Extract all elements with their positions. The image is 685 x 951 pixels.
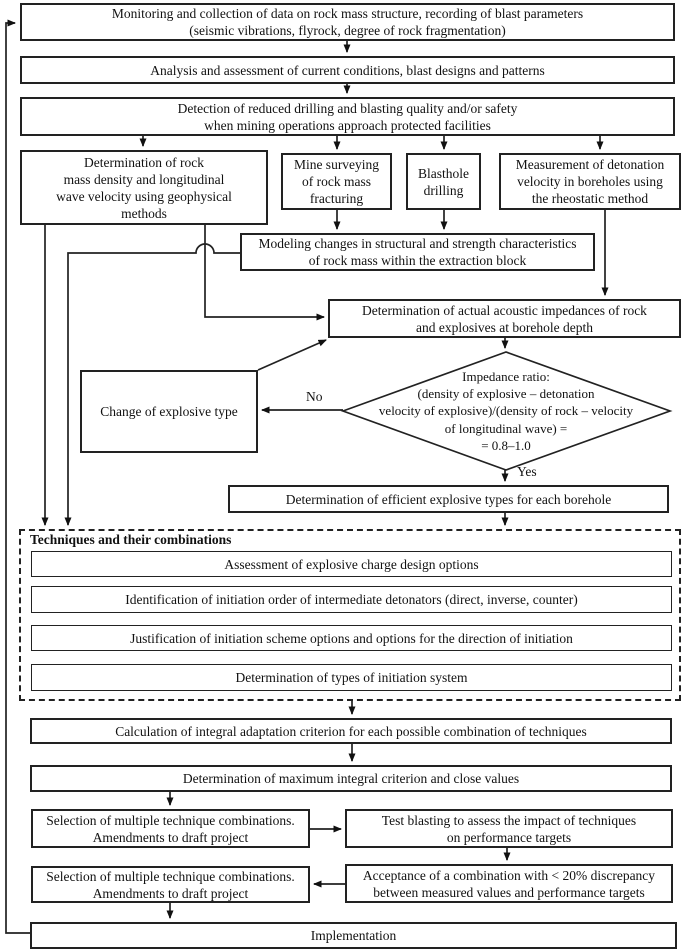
rock-density-text: Determination of rock mass density and l… [56,154,232,221]
max-criterion-text: Determination of maximum integral criter… [182,771,520,786]
assessment-box: Assessment of explosive charge design op… [31,551,672,577]
acceptance-box: Acceptance of a combination with < 20% d… [345,864,673,903]
identification-box: Identification of initiation order of in… [31,586,672,613]
test-blasting-box: Test blasting to assess the impact of te… [345,809,673,848]
impedance-ratio-text: Impedance ratio: (density of explosive –… [378,369,634,453]
mine-surveying-text: Mine surveying of rock mass fracturing [293,157,380,206]
efficient-explosive-box: Determination of efficient explosive typ… [228,485,669,513]
implementation-text: Implementation [310,928,397,943]
yes-label: Yes [517,464,537,479]
impedance-ratio-decision: Impedance ratio: (density of explosive –… [346,358,666,464]
no-label: No [306,389,323,404]
calculation-text: Calculation of integral adaptation crite… [115,723,587,739]
blasthole-drilling-text: Blasthole drilling [418,165,469,198]
modeling-box: Modeling changes in structural and stren… [240,233,595,271]
selection1-box: Selection of multiple technique combinat… [31,809,310,848]
max-criterion-box: Determination of maximum integral criter… [30,765,672,792]
detonation-velocity-box: Measurement of detonation velocity in bo… [499,153,681,210]
detection-text: Detection of reduced drilling and blasti… [177,100,518,133]
detonation-velocity-text: Measurement of detonation velocity in bo… [515,157,665,206]
monitoring-box: Monitoring and collection of data on roc… [20,3,675,41]
implementation-box: Implementation [30,922,677,949]
selection2-text: Selection of multiple technique combinat… [46,868,295,901]
techniques-group [19,529,681,701]
selection1-text: Selection of multiple technique combinat… [46,812,295,845]
test-blasting-text: Test blasting to assess the impact of te… [381,812,637,845]
identification-text: Identification of initiation order of in… [125,592,578,607]
change-explosive-text: Change of explosive type [100,404,238,419]
mine-surveying-box: Mine surveying of rock mass fracturing [281,153,392,210]
monitoring-text: Monitoring and collection of data on roc… [111,6,584,38]
assessment-text: Assessment of explosive charge design op… [224,556,479,572]
blasthole-drilling-box: Blasthole drilling [406,153,481,210]
selection2-box: Selection of multiple technique combinat… [31,866,310,903]
impedances-box: Determination of actual acoustic impedan… [328,299,681,338]
modeling-text: Modeling changes in structural and stren… [258,236,577,268]
rock-density-box: Determination of rock mass density and l… [20,150,268,225]
detection-box: Detection of reduced drilling and blasti… [20,97,675,136]
initiation-system-box: Determination of types of initiation sys… [31,664,672,691]
justification-box: Justification of initiation scheme optio… [31,625,672,651]
initiation-system-text: Determination of types of initiation sys… [235,670,468,685]
justification-text: Justification of initiation scheme optio… [130,630,573,646]
analysis-text: Analysis and assessment of current condi… [150,62,545,78]
impedances-text: Determination of actual acoustic impedan… [362,302,647,335]
analysis-box: Analysis and assessment of current condi… [20,56,675,84]
techniques-group-title: Techniques and their combinations [30,532,232,547]
calculation-box: Calculation of integral adaptation crite… [30,718,672,744]
change-explosive-box: Change of explosive type [80,370,258,453]
acceptance-text: Acceptance of a combination with < 20% d… [362,867,656,900]
efficient-explosive-text: Determination of efficient explosive typ… [285,491,612,507]
